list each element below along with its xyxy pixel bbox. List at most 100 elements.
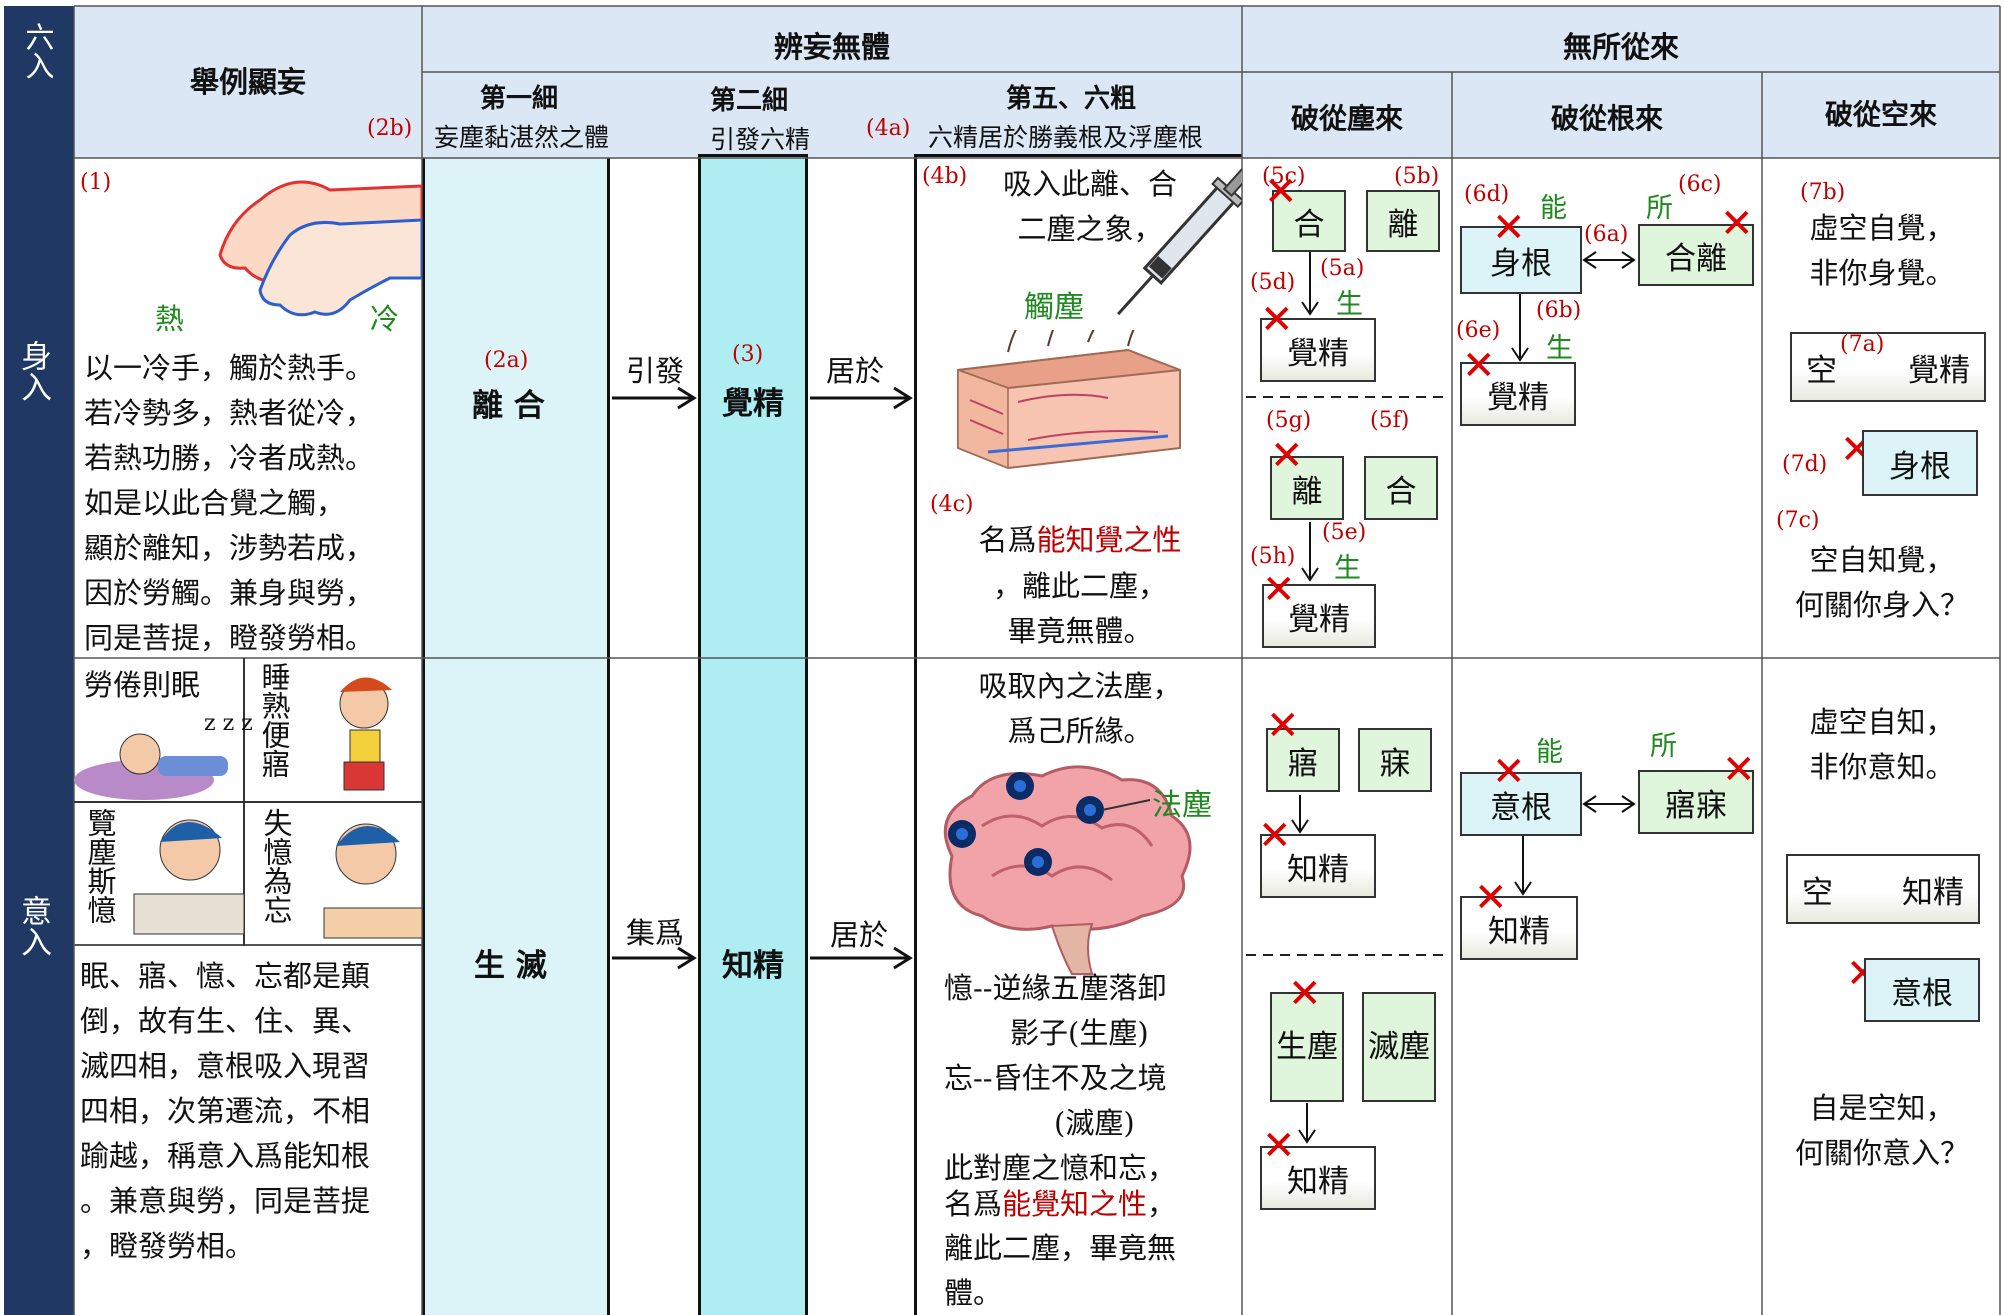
- example-line: 同是菩提，瞪發勞相。: [84, 621, 375, 655]
- sub1-desc: 妄塵黏湛然之體: [434, 123, 610, 152]
- mind-dust-top-box2: 寐: [1358, 728, 1432, 792]
- header-band: [74, 6, 2000, 158]
- body-root-lbl-a: (6a): [1584, 222, 1629, 247]
- coarse-line: ，離此二塵，: [992, 569, 1167, 603]
- refute-dust-header: 破從塵來: [1290, 102, 1403, 135]
- body-space-root-box: 身根: [1862, 430, 1978, 496]
- x-mark-icon: ✕: [1258, 813, 1292, 859]
- coarse-line: (滅塵): [1054, 1106, 1135, 1140]
- body-space-lbl-c: (7c): [1776, 508, 1820, 533]
- mind-space-text1: 虛空自知， 非你意知。: [1766, 700, 1998, 790]
- example-line: 眠、寤、憶、忘都是顛: [80, 959, 371, 993]
- space-line: 虛空自覺，: [1809, 211, 1955, 245]
- body-dust-bottom-lbl-e: (5e): [1322, 520, 1367, 545]
- mind-space-text2: 自是空知，何關你意入？: [1766, 1086, 1998, 1176]
- space-line: 非你身覺。: [1809, 256, 1955, 290]
- no-origin-header: 無所從來: [1562, 30, 1679, 64]
- x-mark-icon: ✕: [1264, 169, 1298, 215]
- mind-root-result: 知精: [1460, 896, 1578, 960]
- panel-wake: 睡熟便寤: [257, 662, 291, 778]
- body-space-box-left: 空: [1806, 352, 1837, 389]
- row-label-mind: 意入: [15, 895, 51, 957]
- body-second-label: (3): [732, 342, 764, 367]
- body-space-text2: 空自知覺，何關你身入？: [1766, 538, 1998, 628]
- mind-coarse-end: 離此二塵，畢竟無體。: [944, 1226, 1176, 1315]
- svg-text:z z z: z z z: [204, 711, 253, 736]
- mind-root-so: 所: [1650, 731, 1677, 762]
- space-line: 非你意知。: [1809, 750, 1955, 784]
- body-coarse-dust: 觸塵: [1024, 290, 1084, 325]
- body-root-lbl-e: (6e): [1456, 318, 1501, 343]
- coarse-line: 憶--逆緣五塵落卸: [944, 971, 1167, 1005]
- body-root-obj-box: 合離: [1638, 224, 1754, 286]
- example-line: 倒，故有生、住、異、: [80, 1004, 371, 1038]
- mind-root-root-box: 意根: [1460, 772, 1582, 836]
- body-dust-top-box1: 合: [1272, 190, 1346, 252]
- space-line: 空自知覺，: [1809, 543, 1955, 577]
- body-root-root-box: 身根: [1460, 226, 1582, 294]
- example-line: 顯於離知，涉勢若成，: [84, 531, 375, 565]
- x-mark-icon: ✕: [1266, 703, 1300, 749]
- sub3-title: 第五、六粗: [1006, 84, 1137, 114]
- sub2-title: 第二細: [710, 86, 789, 116]
- mind-coarse-after: ，: [1147, 1187, 1177, 1221]
- hot-label: 熱: [155, 302, 185, 336]
- mind-space-box-right: 知精: [1902, 874, 1964, 911]
- sub2-desc: 引發六精: [710, 125, 811, 154]
- mind-dust-top-result: 知精: [1260, 834, 1376, 898]
- body-space-lbl-a: (7a): [1840, 332, 1885, 357]
- x-mark-icon: ✕: [1270, 433, 1304, 479]
- six-entries-column: [4, 6, 74, 1315]
- panel-recall: 覽塵斯憶: [83, 808, 117, 924]
- x-mark-icon: ✕: [1720, 201, 1754, 247]
- sub3-label: (4a): [866, 116, 911, 141]
- cold-label: 冷: [370, 302, 400, 336]
- body-example-label: (1): [80, 170, 112, 195]
- body-root-gen: 生: [1546, 333, 1573, 364]
- example-line: 滅四相，意根吸入現習: [80, 1049, 371, 1083]
- x-mark-icon: ✕: [1260, 297, 1294, 343]
- body-dust-bottom-result: 覺精: [1262, 584, 1376, 648]
- coarse-line: 二塵之象，: [1017, 212, 1163, 246]
- body-first: 離 合: [472, 388, 545, 424]
- mind-arrow2-label: 居於: [830, 918, 889, 952]
- example-line: 若冷勢多，熱者從冷，: [84, 396, 375, 430]
- body-coarse-top: 吸入此離、合二塵之象，: [970, 162, 1210, 252]
- body-space-lbl-d: (7d): [1782, 452, 1828, 477]
- example-line: 。兼意與勞，同是菩提: [80, 1184, 371, 1218]
- body-dust-bottom-gen: 生: [1334, 553, 1361, 584]
- mind-space-root-box: 意根: [1864, 958, 1980, 1022]
- body-dust-bottom-box1: 離: [1270, 456, 1344, 520]
- body-dust-top-gen: 生: [1336, 289, 1363, 320]
- body-second: 覺精: [722, 386, 784, 422]
- body-root-lbl-b: (6b): [1536, 298, 1582, 323]
- first-subtle-band: [422, 158, 610, 1315]
- comic-panels: [74, 658, 422, 946]
- body-space-box-right: 覺精: [1908, 352, 1970, 389]
- example-line: 四相，次第遷流，不相: [80, 1094, 371, 1128]
- second-subtle-band: [698, 154, 808, 1315]
- example-line: 以一冷手，觸於熱手。: [84, 351, 375, 385]
- body-dust-bottom-box2: 合: [1364, 456, 1438, 520]
- body-root-so: 所: [1646, 193, 1673, 224]
- mind-example-text: 眠、寤、憶、忘都是顛倒，故有生、住、異、滅四相，意根吸入現習四相，次第遷流，不相…: [80, 954, 370, 1269]
- sub1-title: 第一細: [480, 84, 559, 114]
- mind-second: 知精: [722, 948, 784, 984]
- x-mark-icon: ✕: [1262, 1123, 1296, 1169]
- body-root-lbl-c: (6c): [1678, 172, 1722, 197]
- space-line: 虛空自知，: [1809, 705, 1955, 739]
- refute-space-header: 破從空來: [1824, 98, 1937, 131]
- coarse-frame: [914, 154, 1242, 1315]
- example-line: ，瞪發勞相。: [80, 1229, 255, 1263]
- panel-forget: 失憶為忘: [259, 808, 293, 924]
- body-dust-bottom-lbl-g: (5g): [1266, 408, 1312, 433]
- body-dust-top-result: 覺精: [1260, 318, 1376, 382]
- mind-dust-top-box1: 寤: [1266, 728, 1340, 792]
- panel-sleep: 勞倦則眠: [84, 668, 201, 702]
- x-mark-icon: ✕: [1462, 343, 1496, 389]
- body-dust-top-lbl-a: (5a): [1320, 256, 1365, 281]
- mind-first: 生 滅: [474, 948, 547, 984]
- body-space-text1: 虛空自覺， 非你身覺。: [1766, 206, 1998, 296]
